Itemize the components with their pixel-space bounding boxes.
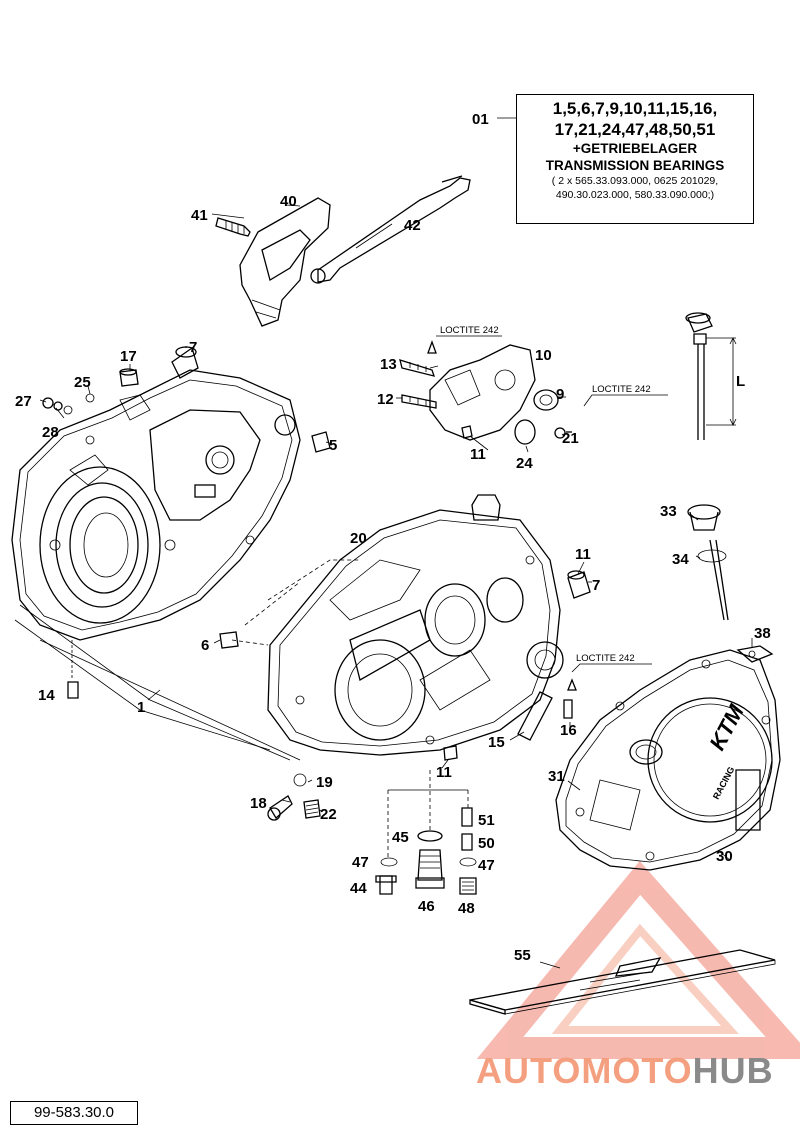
loctite-label-a: LOCTITE 242 <box>440 325 499 336</box>
callout-38: 38 <box>754 625 771 642</box>
callout-6: 6 <box>201 637 209 654</box>
callout-51: 51 <box>478 812 495 829</box>
callout-30: 30 <box>716 848 733 865</box>
callout-24: 24 <box>516 455 533 472</box>
callout-14: 14 <box>38 687 55 704</box>
parts-info-box: 1,5,6,7,9,10,11,15,16, 17,21,24,47,48,50… <box>516 94 754 224</box>
callout-48: 48 <box>458 900 475 917</box>
watermark-part-1: AUTOMOTO <box>476 1050 693 1091</box>
callout-50: 50 <box>478 835 495 852</box>
callout-L: L <box>736 373 745 390</box>
shift-lever-assembly <box>215 175 471 327</box>
callout-25: 25 <box>74 374 91 391</box>
info-line-6: 490.30.023.000, 580.33.090.000;) <box>555 189 715 201</box>
callout-46: 46 <box>418 898 435 915</box>
callout-40: 40 <box>280 193 297 210</box>
callout-11b: 11 <box>575 546 591 563</box>
callout-11a: 11 <box>470 446 486 463</box>
callout-47b: 47 <box>478 857 495 874</box>
callout-31: 31 <box>548 768 565 785</box>
callout-33: 33 <box>660 503 677 520</box>
callout-42: 42 <box>404 217 421 234</box>
left-crankcase-half <box>11 369 301 761</box>
callout-17: 17 <box>120 348 137 365</box>
oil-pump-bracket <box>399 340 536 441</box>
callout-22: 22 <box>320 806 337 823</box>
callout-27: 27 <box>15 393 32 410</box>
callout-13: 13 <box>380 356 397 373</box>
document-number: 99-583.30.0 <box>10 1101 138 1125</box>
info-line-1: 1,5,6,7,9,10,11,15,16, <box>552 99 718 118</box>
callout-numbers: 01 40 41 42 7 17 25 27 28 5 LOCTITE 242 … <box>15 111 771 964</box>
service-manual <box>469 949 776 1015</box>
callout-41: 41 <box>191 207 208 224</box>
callout-19: 19 <box>316 774 333 791</box>
bearings-and-bushings <box>42 346 591 787</box>
callout-21: 21 <box>562 430 579 447</box>
callout-15: 15 <box>488 734 505 751</box>
right-crankcase-half <box>231 494 564 756</box>
callout-20: 20 <box>350 530 367 547</box>
callout-7b: 7 <box>592 577 600 594</box>
callout-45: 45 <box>392 829 409 846</box>
callout-7a: 7 <box>189 339 197 356</box>
callout-01: 01 <box>472 111 489 128</box>
callout-9: 9 <box>556 386 564 403</box>
cover-racing-text: RACING <box>711 765 736 801</box>
watermark-text: AUTOMOTOHUB <box>476 1050 774 1092</box>
callout-1: 1 <box>137 699 145 716</box>
loctite-label-b: LOCTITE 242 <box>592 384 651 395</box>
callout-18: 18 <box>250 795 267 812</box>
callout-11c: 11 <box>436 764 452 781</box>
clutch-cover: KTM RACING <box>555 645 781 871</box>
callout-16: 16 <box>560 722 577 739</box>
callout-34: 34 <box>672 551 689 568</box>
callout-55: 55 <box>514 947 531 964</box>
info-line-4: TRANSMISSION BEARINGS <box>545 158 725 173</box>
callout-28: 28 <box>42 424 59 441</box>
cover-logo-text: KTM <box>704 700 749 754</box>
watermark-part-2: HUB <box>692 1050 774 1091</box>
callout-12: 12 <box>377 391 394 408</box>
info-line-2: 17,21,24,47,48,50,51 <box>554 120 716 139</box>
info-line-5: ( 2 x 565.33.093.000, 0625 201029, <box>551 175 719 187</box>
callout-47a: 47 <box>352 854 369 871</box>
callout-10: 10 <box>535 347 552 364</box>
drain-plugs-and-screws <box>67 640 577 895</box>
callout-5: 5 <box>329 437 337 454</box>
info-line-3: +GETRIEBELAGER <box>572 141 698 156</box>
oil-dipstick <box>685 312 737 621</box>
loctite-label-c: LOCTITE 242 <box>576 653 635 664</box>
leader-lines <box>39 117 753 969</box>
callout-44: 44 <box>350 880 367 897</box>
